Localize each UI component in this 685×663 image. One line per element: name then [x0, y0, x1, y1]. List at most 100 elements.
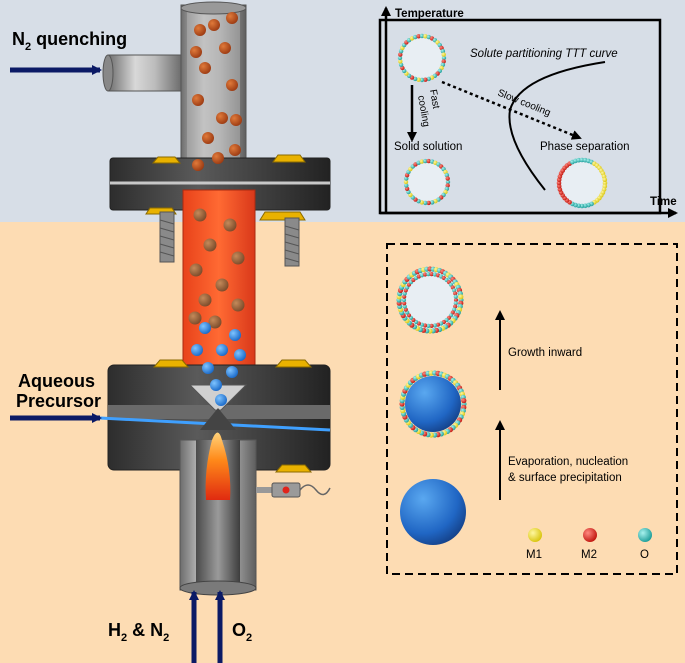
shell-atom — [453, 297, 459, 303]
nucleation-label-2: & surface precipitation — [508, 472, 622, 484]
shell-atom — [398, 59, 403, 64]
reactor — [99, 1, 331, 596]
shell-atom — [426, 323, 431, 328]
shell-atom — [576, 157, 581, 163]
shell-atom — [579, 157, 585, 163]
nanoparticle — [215, 278, 229, 292]
shell-atom — [458, 294, 464, 300]
shell-atom — [402, 294, 407, 299]
shell-atom — [423, 158, 428, 164]
shell-atom — [445, 183, 450, 188]
nanoparticle — [192, 159, 204, 171]
shell-atom — [402, 304, 407, 309]
shell-atom — [416, 77, 421, 82]
aqueous-label: Aqueous — [18, 371, 95, 391]
shell-core — [408, 163, 446, 201]
shell-atom — [444, 173, 450, 178]
fuel-label: H2 & N2 — [108, 620, 169, 644]
nanoparticle — [203, 238, 217, 252]
nanoparticle — [208, 315, 222, 329]
nanoparticle — [198, 293, 212, 307]
shell-atom — [602, 180, 608, 186]
nanoparticle — [194, 24, 206, 36]
curve-label: Solute partitioning TTT curve — [470, 48, 618, 60]
nanoparticle — [231, 251, 245, 265]
shell-atom — [441, 55, 447, 61]
shell-atom — [453, 291, 458, 296]
mechanism-panel: Growth inward Evaporation, nucleation & … — [386, 243, 678, 575]
hollow-shell — [401, 271, 459, 329]
shell-atom — [404, 183, 409, 188]
fast-cooling-label-2: cooling — [415, 95, 431, 128]
shell-atom — [398, 52, 403, 57]
droplet-with-shell — [405, 376, 461, 432]
shell-atom — [445, 179, 451, 185]
nanoparticle — [199, 62, 211, 74]
shell-atom — [440, 49, 446, 54]
shell-atom — [426, 76, 431, 82]
shell-atom — [423, 272, 428, 277]
shell-atom — [419, 33, 425, 39]
nanoparticle — [212, 152, 224, 164]
flame — [205, 432, 231, 500]
droplet — [199, 322, 211, 334]
shell-atom — [430, 200, 435, 205]
solid-solution-label: Solid solution — [394, 141, 462, 153]
legend-swatch-o — [638, 528, 652, 542]
shell-atom — [453, 301, 458, 306]
shell-atom — [429, 272, 434, 277]
ttt-shells — [397, 33, 608, 209]
shell-core — [402, 38, 442, 78]
nanoparticle — [190, 46, 202, 58]
shell-atom — [441, 59, 446, 64]
y-axis-label: Temperature — [395, 8, 464, 20]
droplet — [234, 349, 246, 361]
shell-atom — [556, 180, 562, 186]
shell-atom — [426, 272, 431, 277]
shell-atom — [404, 186, 410, 191]
shell-atom — [401, 297, 407, 303]
nanoparticle — [192, 94, 204, 106]
oxygen-label: O2 — [232, 620, 252, 644]
shell-core — [561, 162, 603, 204]
nanoparticle — [193, 208, 207, 222]
nanoparticle — [216, 112, 228, 124]
droplet — [216, 344, 228, 356]
shell-atom — [453, 294, 458, 299]
shell-atom — [445, 176, 450, 181]
shell-atom — [397, 55, 403, 61]
legend-label-m2: M2 — [581, 549, 597, 561]
growth-inward-label: Growth inward — [508, 347, 582, 359]
slow-cooling-arrow — [441, 80, 582, 140]
droplet — [229, 329, 241, 341]
nanoparticle — [208, 19, 220, 31]
legend-swatch-m2 — [583, 528, 597, 542]
shell-atom — [398, 62, 404, 67]
shell-atom — [426, 200, 431, 206]
nanoparticle — [231, 298, 245, 312]
legend-label-m1: M1 — [526, 549, 542, 561]
shell-atom — [404, 176, 409, 181]
precursor-droplet — [400, 479, 466, 545]
shell-atom — [556, 184, 562, 189]
legend-swatch-m1 — [528, 528, 542, 542]
legend-label-o: O — [640, 549, 649, 561]
x-axis-label: Time — [650, 196, 677, 208]
nanoparticle — [226, 12, 238, 24]
shell-atom — [426, 158, 431, 164]
shell-atom — [416, 34, 421, 39]
nanoparticle — [188, 311, 202, 325]
nanoparticle — [229, 144, 241, 156]
nanoparticle — [230, 114, 242, 126]
nucleation-label-1: Evaporation, nucleation — [508, 456, 628, 468]
nanoparticle — [226, 79, 238, 91]
shell-atom — [432, 323, 437, 328]
quenching-label: N2 quenching — [12, 29, 127, 53]
mech-shells — [396, 266, 467, 438]
shell-atom — [402, 301, 407, 306]
phase-separation-label: Phase separation — [540, 141, 630, 153]
shell-atom — [579, 203, 585, 209]
droplet — [210, 379, 222, 391]
shell-atom — [419, 159, 424, 164]
